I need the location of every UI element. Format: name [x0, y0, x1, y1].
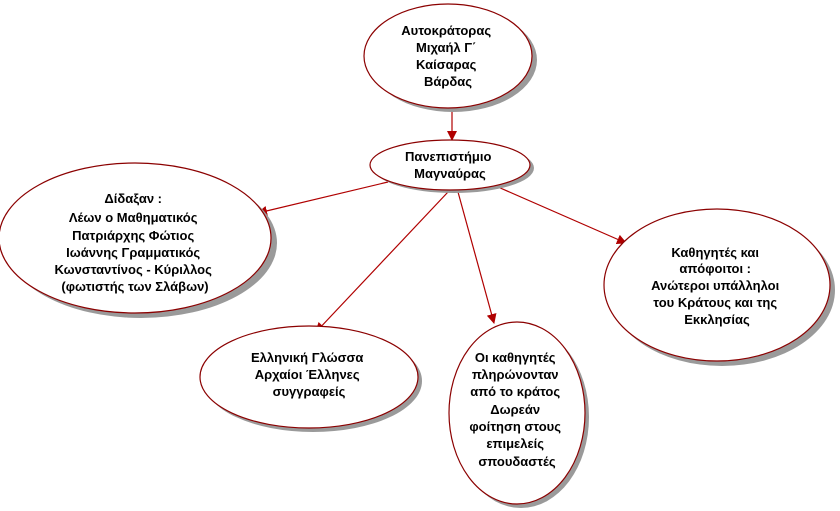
node-teachers-line: (φωτιστής των Σλάβων): [61, 279, 208, 294]
node-university: Πανεπιστήμιο Μαγναύρας: [369, 139, 534, 193]
node-university-line: Πανεπιστήμιο: [405, 149, 492, 164]
node-funding-line: Δωρεάν: [490, 402, 540, 417]
edge-university-to-graduates: [497, 186, 627, 244]
node-teachers-line: Πατριάρχης Φώτιος: [72, 228, 194, 243]
node-graduates: Καθηγητές και απόφοιτοι : Ανώτεροι υπάλλ…: [603, 208, 835, 366]
node-funding-line: φοίτηση στους: [469, 419, 561, 434]
node-language-text: Ελληνική Γλώσσα Αρχαίοι Έλληνες συγγραφε…: [251, 350, 367, 399]
node-graduates-text: Καθηγητές και απόφοιτοι : Ανώτεροι υπάλλ…: [651, 245, 783, 327]
node-teachers-text: Δίδαξαν : Λέων ο Μαθηματικός Πατριάρχης …: [55, 191, 216, 294]
node-funding: Οι καθηγητές πληρώνονταν από το κράτος Δ…: [448, 321, 589, 508]
node-emperor-line: Βάρδας: [424, 74, 472, 89]
node-funding-line: επιμελείς: [486, 436, 544, 451]
node-language-line: Αρχαίοι Έλληνες: [255, 367, 360, 382]
node-university-line: Μαγναύρας: [414, 166, 486, 181]
edge-university-to-teachers: [257, 181, 389, 216]
node-language-line: Ελληνική Γλώσσα: [251, 350, 363, 365]
node-graduates-line: Καθηγητές και: [671, 245, 759, 260]
node-funding-line: σπουδαστές: [478, 454, 555, 469]
node-language-line: συγγραφείς: [273, 384, 346, 399]
node-teachers-line: Λέων ο Μαθηματικός: [69, 210, 198, 225]
node-language: Ελληνική Γλώσσα Αρχαίοι Έλληνες συγγραφε…: [199, 325, 422, 432]
node-emperor-line: Αυτοκράτορας: [401, 23, 491, 38]
node-emperor-line: Καίσαρας: [416, 57, 477, 72]
node-teachers-line: Ιωάννης Γραμματικός: [66, 245, 200, 260]
node-funding-line: Οι καθηγητές: [475, 350, 556, 365]
node-graduates-line: Ανώτεροι υπάλληλοι: [651, 278, 779, 293]
node-funding-line: πληρώνονταν: [472, 367, 559, 382]
node-funding-line: από το κράτος: [470, 384, 560, 399]
node-emperor-text: Αυτοκράτορας Μιχαήλ Γ΄ Καίσαρας Βάρδας: [401, 23, 494, 89]
node-teachers-line: Δίδαξαν :: [104, 191, 162, 206]
edge-university-to-language: [315, 191, 449, 333]
node-funding-text: Οι καθηγητές πληρώνονταν από το κράτος Δ…: [469, 350, 564, 469]
node-teachers-line: Κωνσταντίνος - Κύριλλος: [55, 262, 213, 277]
node-graduates-line: Εκκλησίας: [684, 312, 750, 327]
connectors: [257, 111, 627, 333]
node-emperor-line: Μιχαήλ Γ΄: [416, 40, 476, 55]
node-university-text: Πανεπιστήμιο Μαγναύρας: [405, 149, 495, 181]
node-teachers: Δίδαξαν : Λέων ο Μαθηματικός Πατριάρχης …: [0, 162, 277, 318]
edge-university-to-funding: [457, 191, 497, 324]
node-emperor: Αυτοκράτορας Μιχαήλ Γ΄ Καίσαρας Βάρδας: [363, 3, 537, 112]
node-graduates-line: απόφοιτοι :: [679, 261, 751, 276]
node-graduates-line: του Κράτους και της: [653, 295, 777, 310]
